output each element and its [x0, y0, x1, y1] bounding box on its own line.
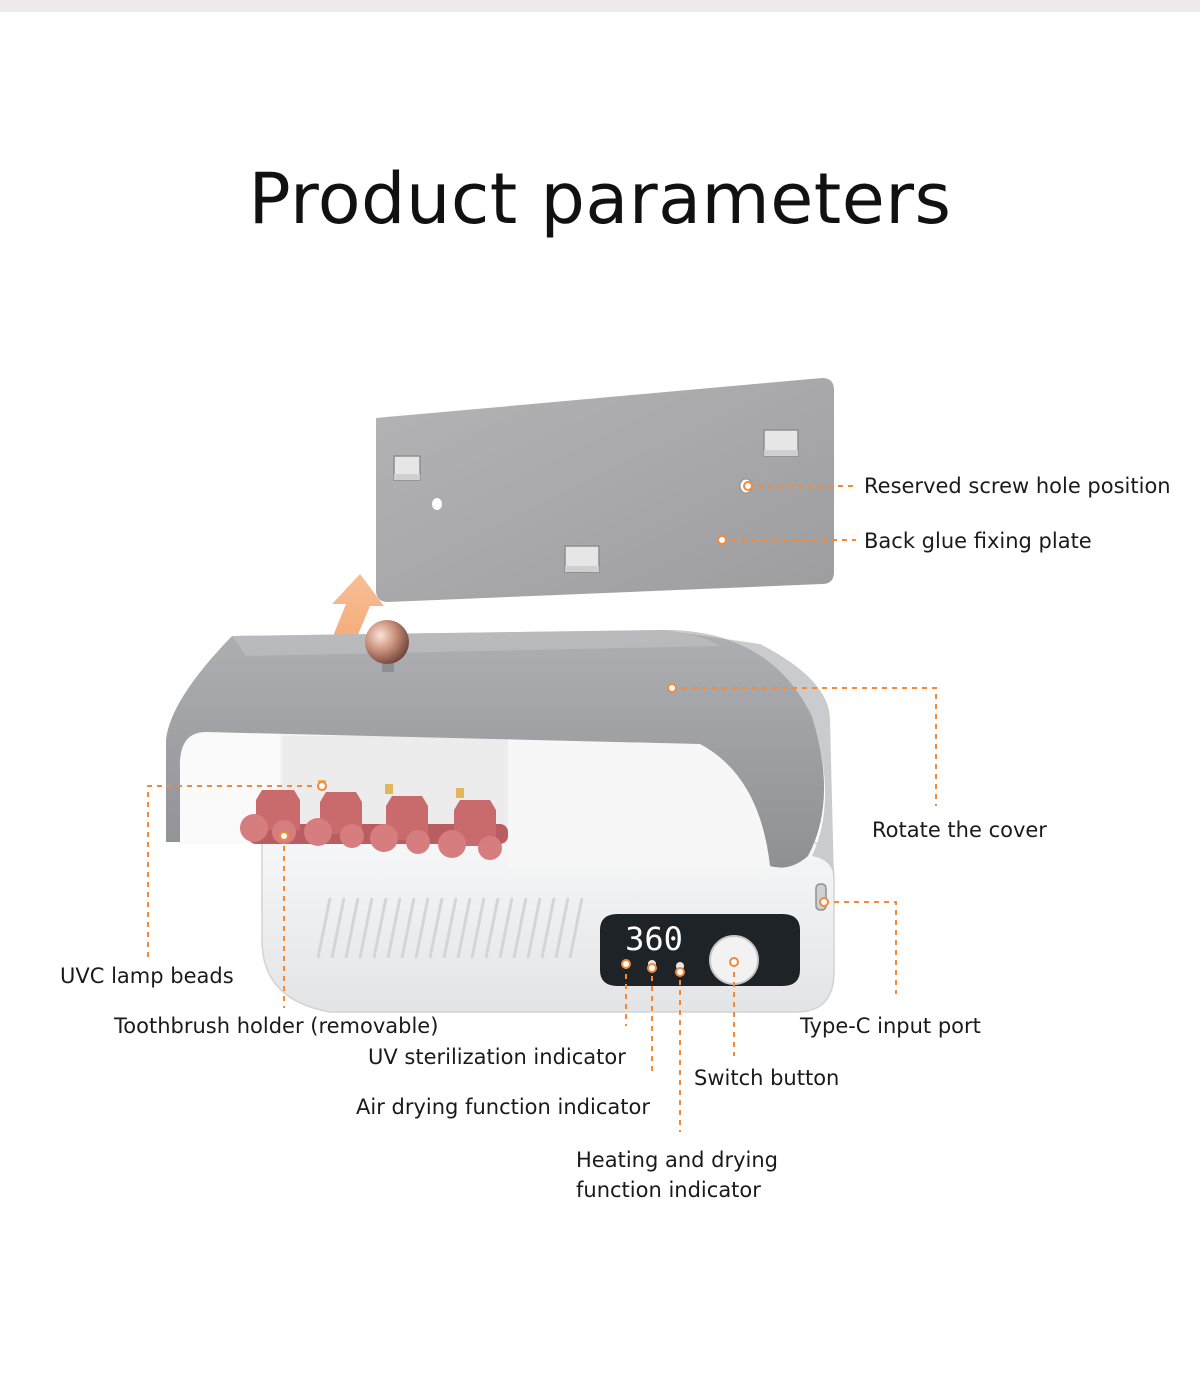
- label-heating-drying-line1: Heating and drying: [576, 1148, 779, 1172]
- back-glue-fixing-plate: [376, 378, 834, 602]
- page-title: Product parameters: [248, 158, 952, 240]
- toothbrush-holder: [240, 790, 508, 860]
- rotating-cover: [166, 630, 834, 880]
- label-back-glue-plate: Back glue fixing plate: [864, 529, 1092, 553]
- leader-lines: [147, 485, 937, 1132]
- label-air-drying-indicator: Air drying function indicator: [356, 1095, 650, 1119]
- label-uv-sterilization-indicator: UV sterilization indicator: [368, 1045, 626, 1069]
- top-strip: [0, 0, 1200, 12]
- label-toothbrush-holder: Toothbrush holder (removable): [114, 1014, 439, 1038]
- label-switch-button: Switch button: [694, 1066, 840, 1090]
- label-heating-drying-line2: function indicator: [576, 1178, 761, 1202]
- display-readout: 360: [625, 920, 683, 958]
- label-rotate-cover: Rotate the cover: [872, 818, 1047, 842]
- magnetic-ball: [365, 620, 409, 672]
- leader-dots: [279, 481, 829, 977]
- label-uvc-lamp-beads: UVC lamp beads: [60, 964, 234, 988]
- label-type-c-port: Type-C input port: [800, 1014, 981, 1038]
- label-reserved-screw-hole: Reserved screw hole position: [864, 474, 1171, 498]
